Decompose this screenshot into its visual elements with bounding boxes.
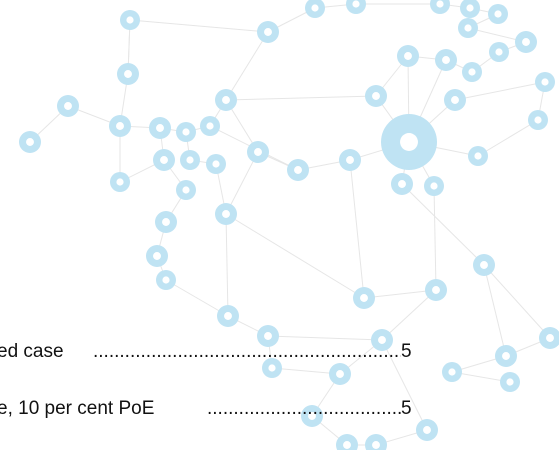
network-node [257, 325, 279, 347]
network-edge [483, 264, 551, 339]
network-node [381, 114, 437, 170]
network-node [430, 0, 450, 14]
network-edge [225, 213, 365, 299]
network-node [353, 287, 375, 309]
network-edge [483, 264, 507, 357]
toc-leader-dots: ........................................… [93, 341, 401, 362]
network-node [435, 49, 457, 71]
network-node [416, 419, 438, 441]
toc-entry-text: ed case [0, 341, 64, 362]
network-node [468, 146, 488, 166]
network-node [488, 4, 508, 24]
network-node [489, 42, 509, 62]
network-edge [225, 213, 229, 317]
toc-entry-page-number: 5 [401, 341, 412, 362]
network-node [305, 0, 325, 18]
network-node [424, 176, 444, 196]
network-node [109, 115, 131, 137]
network-node [117, 63, 139, 85]
network-node [500, 372, 520, 392]
network-edge [271, 367, 341, 375]
network-node [287, 159, 309, 181]
network-edge [433, 185, 437, 291]
network-node [19, 131, 41, 153]
network-edge [225, 151, 259, 215]
network-node [200, 116, 220, 136]
network-edge [381, 289, 437, 341]
network-edge [363, 289, 437, 299]
network-node [462, 62, 482, 82]
network-node [460, 0, 480, 18]
network-node [146, 245, 168, 267]
network-edge [401, 183, 485, 266]
network-node [247, 141, 269, 163]
network-node [149, 117, 171, 139]
network-node [180, 150, 200, 170]
network-node [215, 203, 237, 225]
network-node [397, 45, 419, 67]
network-node [57, 95, 79, 117]
network-node [515, 31, 537, 53]
network-node [257, 21, 279, 43]
toc-entry-page-number: 5 [401, 398, 412, 419]
network-edge [454, 81, 546, 101]
network-node [528, 110, 548, 130]
network-node [155, 211, 177, 233]
network-node [539, 327, 559, 349]
network-node [176, 180, 196, 200]
network-node [110, 172, 130, 192]
network-node [153, 149, 175, 171]
network-edge [349, 159, 365, 299]
network-node [339, 149, 361, 171]
network-node [120, 10, 140, 30]
network-node [346, 0, 366, 14]
network-node [329, 363, 351, 385]
network-node [442, 362, 462, 382]
network-node [495, 345, 517, 367]
network-node [425, 279, 447, 301]
network-edge [381, 339, 428, 431]
network-node [444, 89, 466, 111]
network-node [301, 405, 323, 427]
network-node [156, 270, 176, 290]
network-node [262, 358, 282, 378]
network-node [365, 434, 387, 450]
network-edge [129, 19, 269, 33]
network-node [215, 89, 237, 111]
network-edge [225, 95, 377, 101]
toc-leader-dots: ........................................… [207, 398, 401, 419]
network-node [365, 85, 387, 107]
network-node [176, 122, 196, 142]
network-node [336, 434, 358, 450]
network-node [535, 72, 555, 92]
network-node [473, 254, 495, 276]
network-edge [165, 279, 229, 317]
network-node [371, 329, 393, 351]
toc-entry-text: e, 10 per cent PoE [0, 398, 155, 419]
network-node [458, 18, 478, 38]
network-edge [267, 335, 383, 341]
network-edge [225, 31, 269, 101]
network-node [206, 154, 226, 174]
network-node [217, 305, 239, 327]
network-edge [477, 119, 539, 157]
network-node [391, 173, 413, 195]
